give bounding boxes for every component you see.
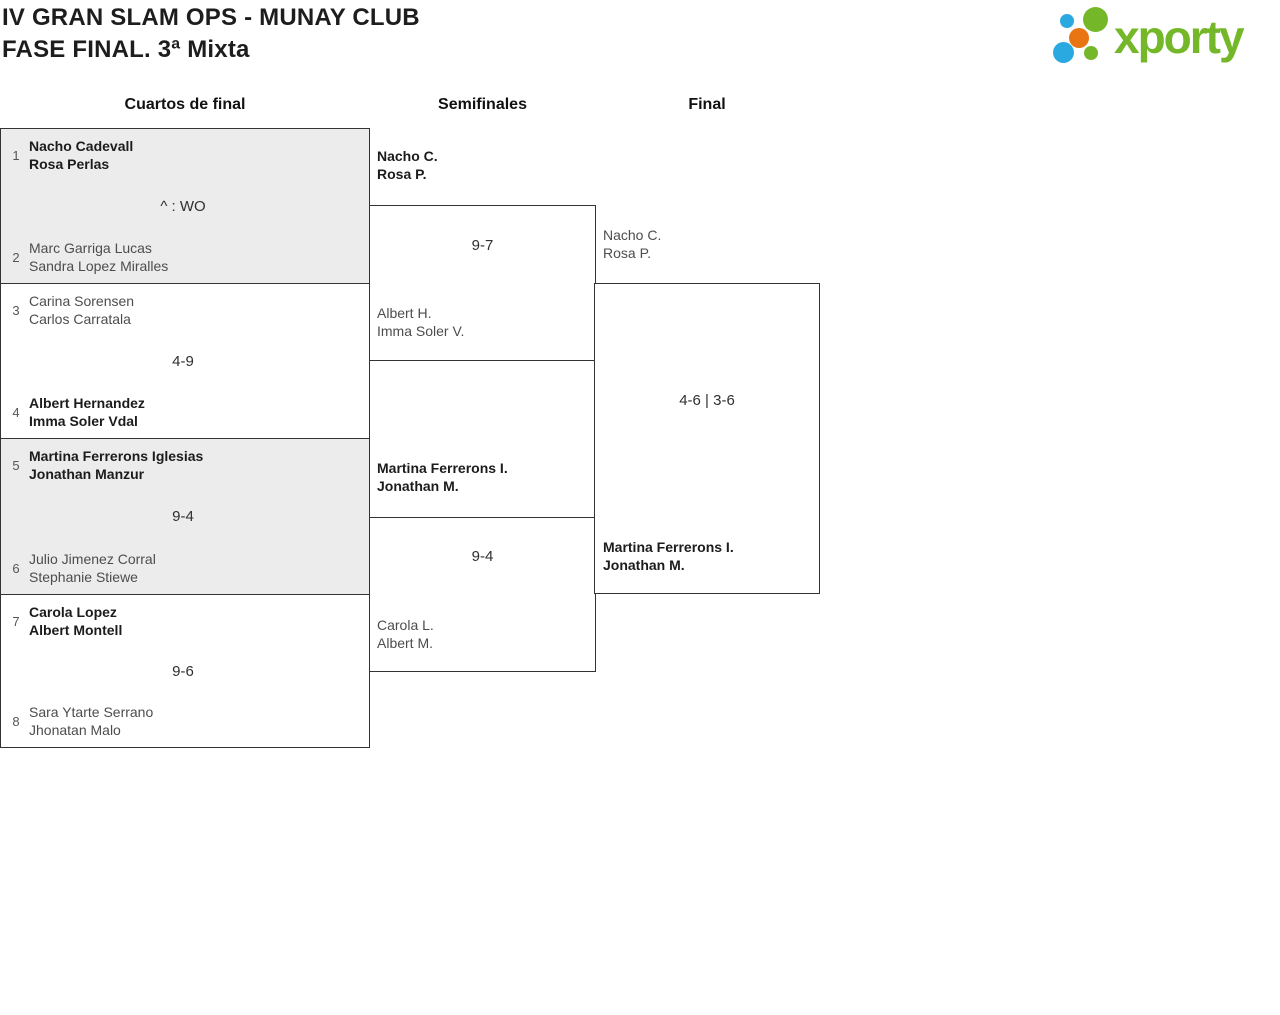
semifinal-2-bottom-team: Carola L. Albert M. [377, 616, 434, 652]
player-name: Albert Hernandez [29, 395, 145, 411]
semifinal-1-top-team: Nacho C. Rosa P. [377, 147, 438, 183]
xporty-logo[interactable]: xporty [1050, 4, 1274, 68]
player-name: Imma Soler Vdal [29, 413, 138, 429]
player-name: Imma Soler V. [377, 323, 465, 339]
player-name: Jonathan M. [603, 557, 685, 573]
team-names: Carola Lopez Albert Montell [29, 603, 122, 639]
round-header-semifinals: Semifinales [438, 96, 527, 113]
team-names: Albert Hernandez Imma Soler Vdal [29, 394, 145, 430]
player-name: Nacho C. [603, 227, 662, 243]
final-bottom-team: Martina Ferrerons I. Jonathan M. [603, 538, 734, 574]
seed-number: 2 [12, 249, 20, 265]
round-header-final: Final [688, 96, 726, 113]
team-names: Carina Sorensen Carlos Carratala [29, 292, 134, 328]
quarterfinal-match-1: 1 Nacho Cadevall Rosa Perlas ^ : WO 2 Ma… [0, 128, 370, 284]
team-entry: 4 Albert Hernandez Imma Soler Vdal [7, 394, 359, 430]
player-name: Martina Ferrerons I. [603, 539, 734, 555]
xporty-logo-text: xporty [1114, 11, 1245, 63]
team-names: Julio Jimenez Corral Stephanie Stiewe [29, 550, 156, 586]
quarterfinal-match-3: 5 Martina Ferrerons Iglesias Jonathan Ma… [0, 438, 370, 595]
team-entry: 3 Carina Sorensen Carlos Carratala [7, 292, 359, 328]
logo-dot-blue-large [1053, 42, 1074, 63]
team-names: Nacho Cadevall Rosa Perlas [29, 137, 133, 173]
final-top-team: Nacho C. Rosa P. [603, 226, 661, 262]
player-name: Albert M. [377, 635, 434, 651]
final-score: 4-6 | 3-6 [679, 392, 735, 409]
player-name: Jonathan M. [377, 478, 459, 494]
seed-number: 3 [12, 302, 20, 318]
player-name: Martina Ferrerons I. [377, 460, 508, 476]
team-entry: 2 Marc Garriga Lucas Sandra Lopez Mirall… [7, 239, 359, 275]
semifinal-1-bottom-team: Albert H. Imma Soler V. [377, 304, 464, 340]
team-names: Martina Ferrerons Iglesias Jonathan Manz… [29, 447, 203, 483]
player-name: Jonathan Manzur [29, 466, 145, 482]
match-score: ^ : WO [160, 197, 206, 215]
player-name: Albert H. [377, 305, 432, 321]
player-name: Carola L. [377, 617, 434, 633]
logo-dot-orange [1069, 28, 1089, 48]
seed-number: 6 [12, 560, 20, 576]
seed-number: 5 [12, 457, 20, 473]
team-entry: 7 Carola Lopez Albert Montell [7, 603, 359, 639]
player-name: Julio Jimenez Corral [29, 551, 156, 567]
seed-number: 1 [12, 147, 20, 163]
player-name: Carina Sorensen [29, 293, 135, 309]
team-entry: 8 Sara Ytarte Serrano Jhonatan Malo [7, 703, 359, 739]
match-score: 9-6 [172, 662, 194, 680]
team-entry: 5 Martina Ferrerons Iglesias Jonathan Ma… [7, 447, 359, 483]
team-names: Sara Ytarte Serrano Jhonatan Malo [29, 703, 153, 739]
player-name: Albert Montell [29, 622, 123, 638]
player-name: Sandra Lopez Miralles [29, 258, 169, 274]
logo-dot-green-large [1083, 7, 1108, 32]
final-box [594, 283, 820, 594]
round-header-quarterfinals: Cuartos de final [124, 96, 246, 113]
tournament-title-line1: IV GRAN SLAM OPS - MUNAY CLUB [2, 4, 420, 31]
match-score: 9-4 [172, 508, 194, 525]
team-names: Marc Garriga Lucas Sandra Lopez Miralles [29, 239, 168, 275]
team-entry: 1 Nacho Cadevall Rosa Perlas [7, 137, 359, 173]
match-score: 4-9 [172, 352, 194, 370]
player-name: Rosa P. [377, 166, 427, 182]
player-name: Jhonatan Malo [29, 722, 121, 738]
tournament-title: IV GRAN SLAM OPS - MUNAY CLUB FASE FINAL… [2, 2, 420, 66]
player-name: Carlos Carratala [29, 311, 131, 327]
player-name: Marc Garriga Lucas [29, 240, 152, 256]
quarterfinal-match-4: 7 Carola Lopez Albert Montell 9-6 8 Sara… [0, 594, 370, 748]
semifinal-2-top-team: Martina Ferrerons I. Jonathan M. [377, 459, 508, 495]
seed-number: 7 [12, 613, 20, 629]
seed-number: 4 [12, 404, 20, 420]
player-name: Rosa P. [603, 245, 651, 261]
player-name: Nacho C. [377, 148, 438, 164]
logo-dot-green-small [1084, 46, 1098, 60]
player-name: Nacho Cadevall [29, 138, 134, 154]
quarterfinal-match-2: 3 Carina Sorensen Carlos Carratala 4-9 4… [0, 283, 370, 439]
player-name: Stephanie Stiewe [29, 569, 138, 585]
player-name: Sara Ytarte Serrano [29, 704, 154, 720]
player-name: Carola Lopez [29, 604, 117, 620]
semifinal-2-box [369, 517, 596, 672]
team-entry: 6 Julio Jimenez Corral Stephanie Stiewe [7, 550, 359, 586]
semifinal-1-score: 9-7 [471, 237, 494, 254]
player-name: Rosa Perlas [29, 156, 110, 172]
semifinal-1-box [369, 205, 596, 361]
semifinal-2-score: 9-4 [471, 548, 494, 565]
seed-number: 8 [12, 713, 20, 729]
player-name: Martina Ferrerons Iglesias [29, 448, 204, 464]
logo-dot-blue-small [1060, 14, 1074, 28]
tournament-title-line2: FASE FINAL. 3ª Mixta [2, 36, 250, 63]
